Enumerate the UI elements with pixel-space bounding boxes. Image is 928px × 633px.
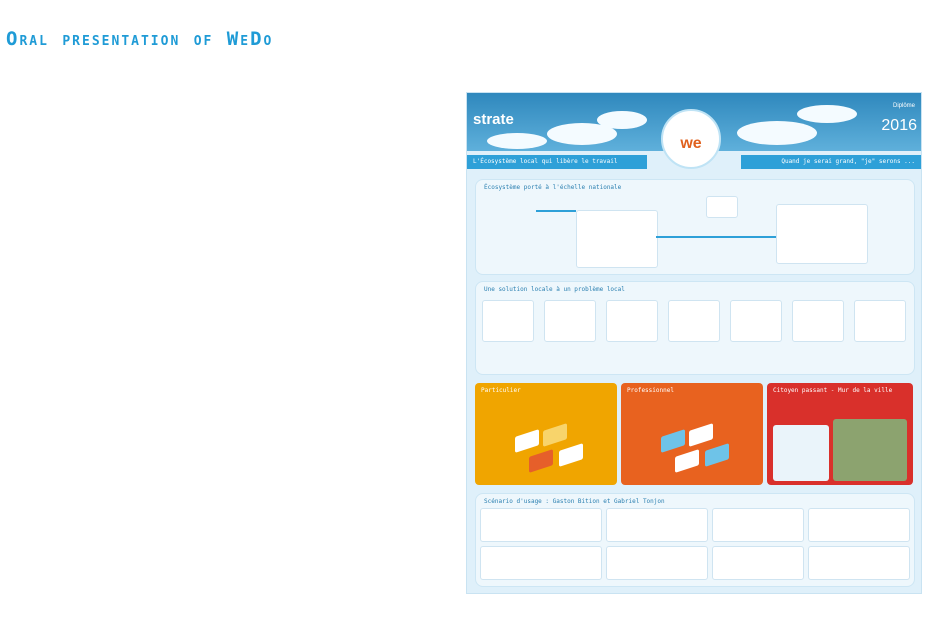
usage-scenario-section: Scénario d'usage : Gaston Bition et Gabr…: [475, 493, 915, 587]
ecosystem-section: Écosystème porté à l'échelle nationale: [475, 179, 915, 275]
poster-header-sky: strate Diplôme 2016: [467, 93, 921, 151]
panel-professionnel: Professionnel: [621, 383, 763, 485]
poster-image: strate Diplôme 2016 we L'Écosystème loca…: [466, 92, 922, 594]
page-title: Oral presentation of WeDo: [6, 28, 274, 50]
tagline-left: L'Écosystème local qui libère le travail: [467, 155, 647, 169]
year-label: 2016: [881, 117, 917, 134]
panel-citoyen: Citoyen passant - Mur de la ville: [767, 383, 913, 485]
strate-logo: strate: [473, 111, 514, 128]
panel-particulier: Particulier: [475, 383, 617, 485]
wedo-logo: we: [661, 109, 721, 169]
tagline-right: Quand je serai grand, "je" serons ...: [741, 155, 921, 169]
local-solution-section: Une solution locale à un problème local: [475, 281, 915, 375]
diploma-label: Diplôme: [892, 103, 915, 109]
